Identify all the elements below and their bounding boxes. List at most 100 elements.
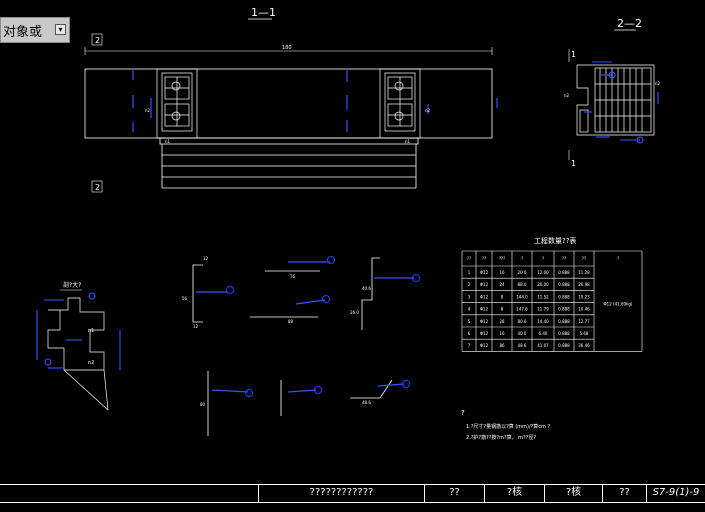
table-cell: 80.0 [518, 319, 527, 324]
rebar-cage-right [379, 68, 421, 139]
svg-text:1: 1 [571, 159, 576, 168]
table-cell: 36.46 [578, 343, 590, 348]
detail-drawing [47, 297, 109, 411]
table-cell: Φ12 [480, 282, 489, 287]
table-header-cell: ?? [582, 256, 586, 261]
table-header-cell: ? [521, 256, 523, 261]
table-cell: 41.07 [537, 343, 549, 348]
svg-text:n2: n2 [655, 81, 661, 86]
rebar-shape-n4: 40.6 26.0 [350, 257, 420, 330]
palette-label: 对象或 [3, 24, 43, 40]
detail-dimensions [36, 292, 121, 370]
svg-text:1: 1 [571, 50, 576, 59]
title-block-cell-4: ?? [602, 484, 646, 502]
table-cell: 12.00 [537, 270, 549, 275]
dropdown-arrow-icon[interactable]: ▾ [55, 24, 66, 35]
table-remark-rebar: Φ12 (41.69kg) [604, 302, 633, 307]
table-cell: 12.77 [578, 319, 590, 324]
svg-text:12: 12 [203, 256, 209, 261]
svg-text:26.0: 26.0 [350, 310, 359, 315]
svg-text:n2: n2 [88, 360, 94, 366]
table-cell: 86 [499, 343, 505, 348]
section-2-2-title: 2—2 [617, 17, 642, 30]
table-header-cell: ? [542, 256, 544, 261]
table-cell: 48.6 [518, 343, 527, 348]
rebar-shape-n2: 76 [265, 256, 335, 279]
table-cell: 2 [468, 282, 471, 287]
table-cell: 26.98 [578, 282, 590, 287]
title-block-cell-3: ?核 [544, 484, 602, 502]
table-cell: 20.00 [537, 282, 549, 287]
table-cell: 0.888 [558, 282, 570, 287]
notes-mark: ? [461, 409, 465, 417]
svg-text:n2: n2 [564, 93, 570, 98]
table-cell: 28 [499, 319, 505, 324]
table-header-remark: ? [617, 256, 619, 261]
table-header-cell: ??? [499, 256, 505, 261]
cut-mark-2-bottom: 2 [95, 183, 100, 192]
title-block: ???????????? ?? ?核 ?核 ?? S7-9(1)-9 [0, 484, 705, 508]
beam-elevation [84, 68, 493, 189]
table-cell: 147.6 [516, 307, 528, 312]
table-cell: Φ12 [480, 343, 489, 348]
table-cell: 20.0 [518, 270, 527, 275]
svg-text:40.6: 40.6 [362, 286, 371, 291]
table-cell: Φ12 [480, 294, 489, 299]
drawing-number: S7-9(1)-9 [646, 484, 705, 502]
detail-label: 剖?大? [63, 281, 81, 289]
section-2-2-dimensions [584, 61, 659, 144]
svg-text:76: 76 [290, 274, 296, 279]
table-cell: 16 [499, 331, 505, 336]
table-cell: 88.0 [518, 282, 527, 287]
table-cell: 11.79 [537, 307, 549, 312]
svg-text:180: 180 [282, 45, 292, 51]
table-cell: Φ12 [480, 307, 489, 312]
table-cell: 11.28 [578, 270, 590, 275]
table-cell: 0.888 [558, 270, 570, 275]
table-cell: Φ12 [480, 319, 489, 324]
table-cell: 5 [468, 319, 471, 324]
table-cell: 3 [468, 294, 471, 299]
table-title: 工程数量??表 [534, 236, 576, 245]
table-header-cell: ?? [482, 256, 486, 261]
svg-text:48.6: 48.6 [362, 400, 371, 405]
svg-text:n2: n2 [145, 108, 151, 113]
table-cell: 24 [499, 282, 505, 287]
dimension-line-top: 180 [84, 45, 493, 55]
table-header-cell: ?? [562, 256, 566, 261]
table-cell: 11.52 [537, 294, 549, 299]
table-cell: 14.40 [537, 319, 549, 324]
section-2-2-drawing [576, 64, 655, 136]
table-cell: 0.888 [558, 319, 570, 324]
object-palette[interactable]: 对象或 ▾ [0, 17, 70, 43]
table-cell: 5.68 [580, 331, 589, 336]
table-cell: 0.888 [558, 294, 570, 299]
note-2: 2.?护?筋??按?m?算， m??径? [466, 434, 536, 441]
table-cell: 4 [468, 307, 471, 312]
table-header-cell: ?? [467, 256, 471, 261]
svg-text:88: 88 [288, 319, 294, 324]
svg-text:n1: n1 [165, 139, 171, 144]
title-block-cell-1: ?? [424, 484, 484, 502]
table-cell: 8 [501, 307, 504, 312]
section-1-1-title: 1—1 [251, 6, 276, 19]
table-cell: 40.0 [518, 331, 527, 336]
rebar-shape-n3: 88 [250, 295, 330, 324]
cut-mark-2-top: 2 [95, 36, 100, 45]
title-block-project: ???????????? [258, 484, 424, 502]
rebar-shape-n5: 80 [200, 371, 253, 436]
svg-text:56: 56 [182, 296, 188, 301]
table-cell: 0.888 [558, 331, 570, 336]
rebar-shape-n1: 12 56 12 [182, 256, 234, 329]
table-cell: Φ12 [480, 331, 489, 336]
svg-text:12: 12 [193, 324, 199, 329]
table-cell: 8 [501, 294, 504, 299]
svg-text:n1: n1 [405, 139, 411, 144]
table-cell: 16 [499, 270, 505, 275]
svg-text:n2: n2 [425, 108, 431, 113]
rebar-cage-left [156, 68, 198, 139]
svg-text:80: 80 [200, 402, 206, 407]
